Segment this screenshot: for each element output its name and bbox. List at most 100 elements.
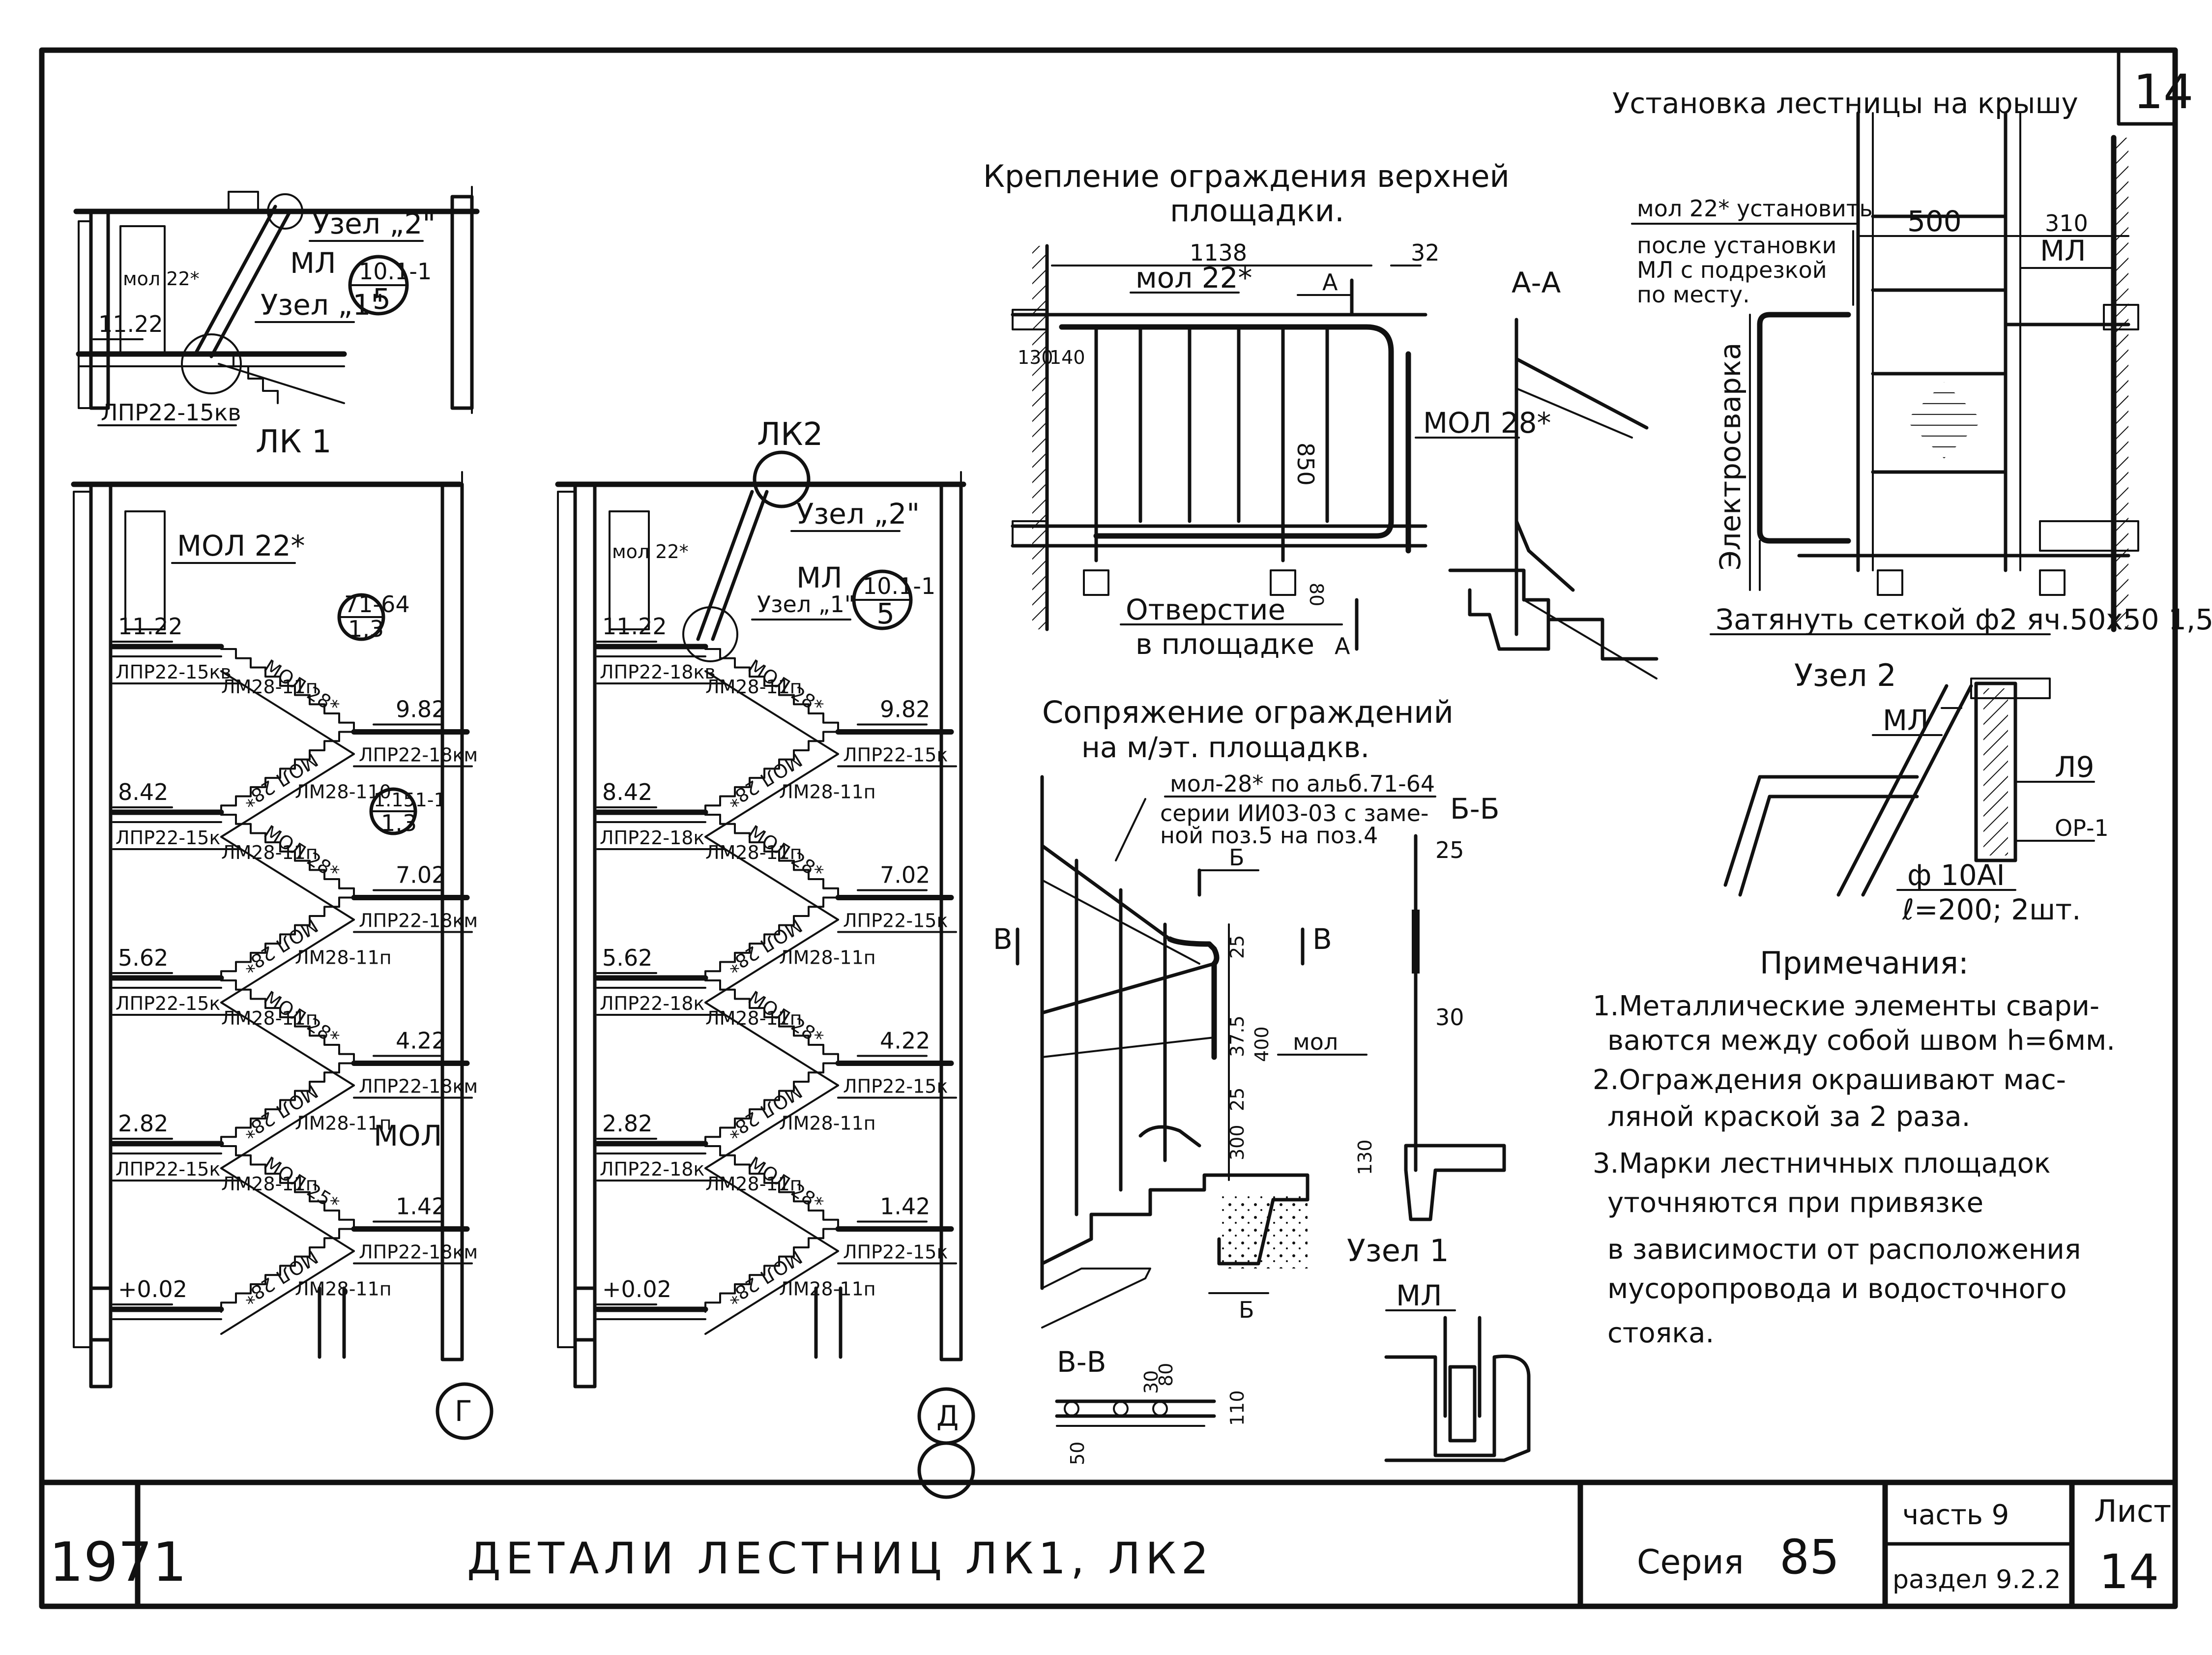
lk2-flight-5: ЛМ28-11п: [779, 1113, 876, 1134]
roof-ladder-dim-310: 310: [2045, 210, 2088, 236]
lk1-level-2: 8.42: [118, 779, 168, 805]
lk2-landing-2: ЛПР22-18к: [600, 827, 704, 849]
uzel2-ml: МЛ: [1883, 704, 1929, 737]
lk1-level-8: +0.02: [118, 1276, 187, 1302]
lk2-ref-bottom: 5: [876, 597, 895, 630]
title-block: 1971 ДЕТАЛИ ЛЕСТНИЦ ЛК1, ЛК2 Серия 85 ча…: [39, 1479, 2178, 1609]
notes-heading: Примечания:: [1760, 945, 1969, 981]
junction-dim-25b: 25: [1226, 1088, 1248, 1111]
lk1-level-4: 5.62: [118, 945, 168, 971]
lk1-flight-5: ЛМ28-11п: [295, 1113, 392, 1134]
junction-detail: Сопряжение ограждений на м/эт. площадкв.…: [993, 694, 1506, 1465]
notes-line-1: ваются между собой швом h=6мм.: [1607, 1025, 2115, 1057]
uzel2-op1: ОР-1: [2055, 815, 2109, 841]
junction-dim-400: 400: [1251, 1026, 1273, 1062]
junction-cut-v-right: В: [1312, 922, 1332, 956]
junction-note1: мол-28* по альб.71-64: [1170, 770, 1435, 797]
lk2-level-8: +0.02: [602, 1276, 671, 1302]
upper-fence-dim-850: 850: [1292, 443, 1319, 486]
lk2-level-2: 8.42: [602, 779, 652, 805]
lk1-ref1-bottom: 1,3: [348, 616, 384, 642]
lk1-flight-6: ЛМ28-11п: [221, 1173, 318, 1195]
lk1-flight-2: ЛМ28-11п: [221, 842, 318, 863]
lk2-level-7: 1.42: [880, 1193, 930, 1220]
lk1-flight-4: ЛМ28-11п: [221, 1007, 318, 1029]
uzel2-detail: Узел 2 МЛ Л9 ОР-1 ф 10АI ℓ=200; 2шт.: [1723, 657, 2109, 926]
sheet-frame: [39, 47, 2178, 1609]
corner-sheet-number: 14: [2133, 64, 2193, 119]
lk1-flight-0: ЛМ28-11п: [221, 676, 318, 698]
junction-dim-110: 110: [1226, 1390, 1248, 1426]
notes-line-5: уточняются при привязке: [1607, 1187, 1983, 1219]
lk2-flight-6: ЛМ28-11п: [705, 1173, 802, 1195]
lk1-landing-6: ЛПР22-15к: [116, 1158, 220, 1180]
lk1-mol: МОЛ: [374, 1119, 442, 1153]
junction-dim-25c: 25: [1435, 837, 1464, 863]
upper-fence-dim-140: 140: [1049, 347, 1085, 368]
junction-section-bb: Б-Б: [1450, 792, 1500, 826]
lk2-landing-5: ЛПР22-15к: [843, 1076, 948, 1097]
lk1-ref2-top: 1.151-1: [374, 789, 446, 811]
lk1-landing-2: ЛПР22-15к: [116, 827, 220, 849]
notes-line-8: стояка.: [1607, 1317, 1714, 1349]
lk1-level-1: 9.82: [396, 696, 446, 723]
lk2-flight-0: ЛМ28-11п: [705, 676, 802, 698]
lk1-section: Г МОЛ 22* МОЛ 71-64 1,3 1.151-1 1.3 11.2…: [71, 471, 494, 1440]
roof-ladder-title: Установка лестницы на крышу: [1612, 87, 2078, 120]
roof-ladder-detail: Установка лестницы на крышу мол 22* уста…: [1612, 87, 2212, 636]
notes-line-2: 2.Ограждения окрашивают мас-: [1593, 1064, 2066, 1096]
lk1-flight-3: ЛМ28-11п: [295, 947, 392, 969]
lk1-level-7: 1.42: [396, 1193, 446, 1220]
junction-dim-30: 30: [1435, 1004, 1464, 1031]
lk2-ref-top: 10.1-1: [863, 573, 935, 599]
title-series-label: Серия: [1637, 1543, 1744, 1582]
upper-fence-detail: Крепление ограждения верхней площадки. 1…: [983, 158, 1659, 680]
notes: Примечания: 1.Металлические элементы сва…: [1593, 945, 2115, 1349]
lk2-landing-1: ЛПР22-15к: [843, 744, 948, 766]
upper-fence-mop: мол 22*: [1135, 261, 1252, 295]
lk1-top-ref-bottom: 5: [373, 282, 391, 316]
upper-fence-dim-1138: 1138: [1190, 239, 1247, 266]
junction-section-vv: В-В: [1057, 1345, 1106, 1379]
title-text: ДЕТАЛИ ЛЕСТНИЦ ЛК1, ЛК2: [467, 1533, 1214, 1584]
lk1-top-section: Узел „2" МЛ 10.1-1 5 Узел „1" мол 22* 11…: [73, 186, 480, 460]
title-series-value: 85: [1779, 1530, 1839, 1585]
roof-ladder-weld: Электросварка: [1714, 343, 1747, 570]
upper-fence-dim-130: 130: [1018, 347, 1053, 368]
lk2-mop: мол 22*: [612, 541, 689, 562]
lk1-axis: Г: [455, 1394, 472, 1428]
lk1-top-uzel2: Узел „2": [312, 207, 436, 240]
upper-fence-title1: Крепление ограждения верхней: [983, 158, 1510, 194]
lk2-level-3: 7.02: [880, 862, 930, 888]
lk1-level-3: 7.02: [396, 862, 446, 888]
lk1-ref1-top: 71-64: [344, 591, 410, 618]
title-sheet-label: Лист: [2094, 1493, 2171, 1529]
lk1-ref2-bottom: 1.3: [381, 810, 417, 836]
uzel2-title: Узел 2: [1794, 657, 1896, 693]
lk2-flight-2: ЛМ28-11п: [705, 842, 802, 863]
uzel1-title: Узел 1: [1347, 1233, 1449, 1269]
junction-mol: мол: [1293, 1029, 1338, 1055]
junction-cut-v-left: В: [993, 922, 1013, 956]
title-sheet-value: 14: [2099, 1544, 2159, 1599]
upper-fence-dim-32: 32: [1411, 239, 1440, 266]
lk2-level-0: 11.22: [602, 613, 667, 640]
uzel1-ml: МЛ: [1396, 1279, 1442, 1312]
lk2-section: ЛК2 Узел „2" МЛ 10.1-1 5 Узел „1" мол 22…: [555, 416, 975, 1499]
upper-fence-section-aa: А-А: [1512, 266, 1561, 299]
lk1-landing-4: ЛПР22-15к: [116, 993, 220, 1014]
lk2-uzel2: Узел „2": [796, 497, 920, 531]
lk2-flight-4: ЛМ28-11п: [705, 1007, 802, 1029]
title-part: часть 9: [1902, 1499, 2009, 1531]
uzel2-l9: Л9: [2055, 750, 2095, 784]
junction-dim-50: 50: [1067, 1442, 1088, 1465]
roof-ladder-note2: после установки: [1637, 232, 1836, 259]
lk2-level-6: 2.82: [602, 1110, 652, 1137]
roof-ladder-note4: по месту.: [1637, 281, 1750, 308]
lk1-top-landing: ЛПР22-15кв: [101, 399, 241, 426]
lk1-level-5: 4.22: [396, 1028, 446, 1054]
lk1-flight-1: ЛМ28-110: [295, 781, 391, 803]
lk1-top-uzel1: Узел „1": [261, 288, 384, 322]
notes-line-6: в зависимости от расположения: [1607, 1234, 2081, 1266]
junction-dim-375: 37.5: [1226, 1015, 1248, 1057]
